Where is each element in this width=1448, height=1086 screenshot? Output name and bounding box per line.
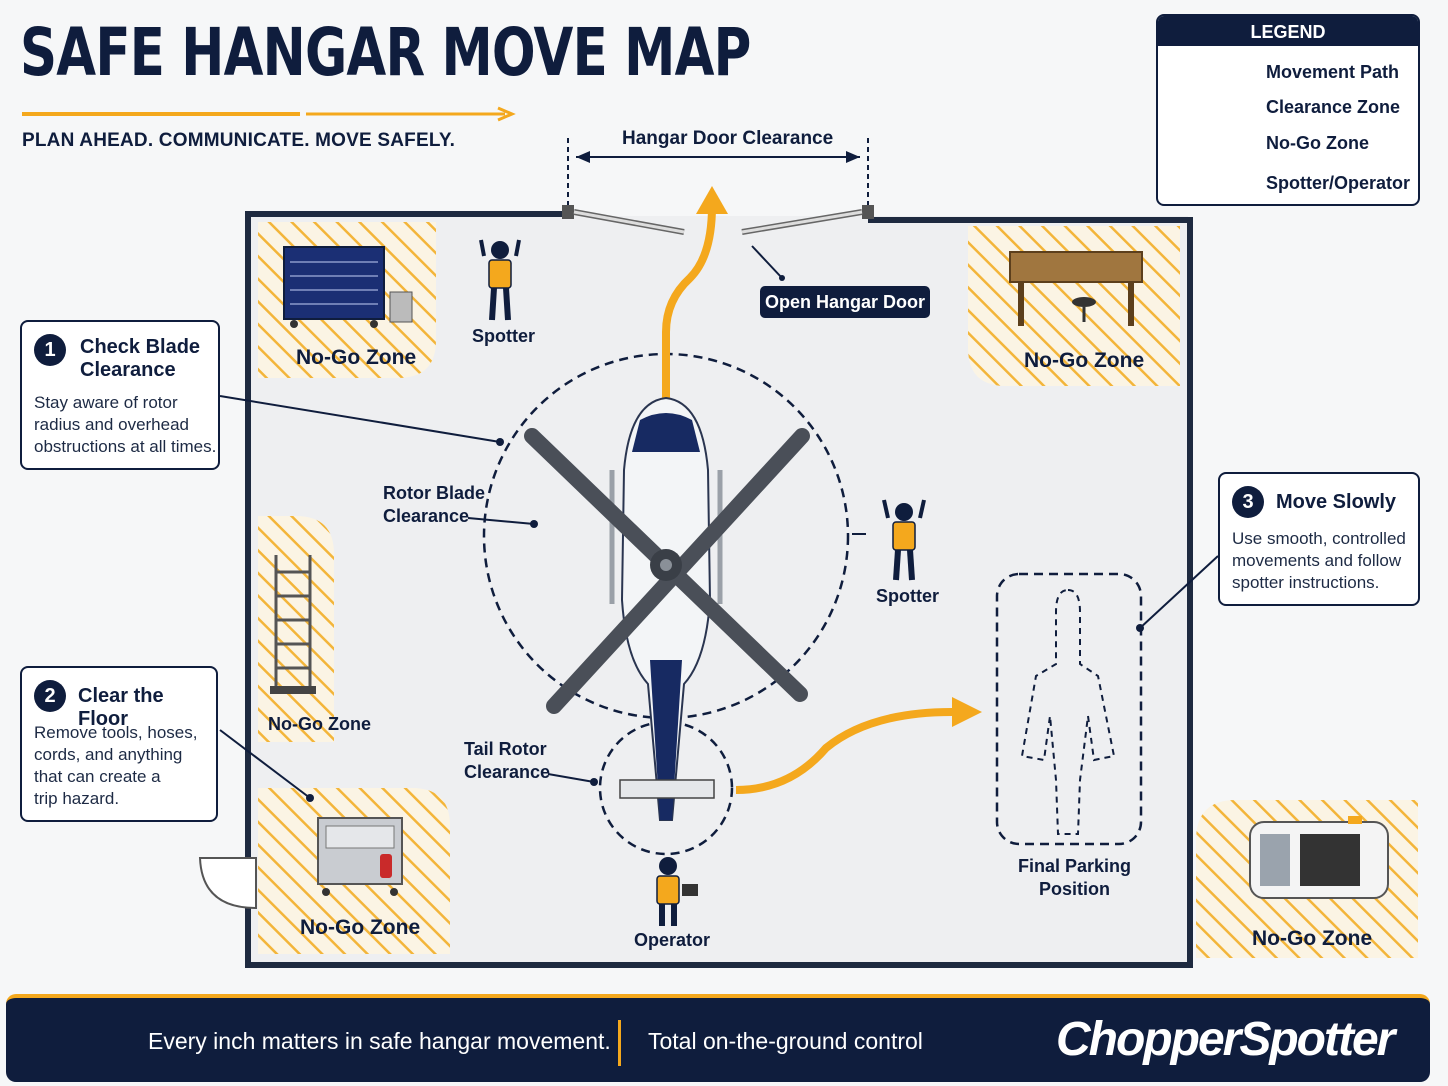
footer-tagline: Total on-the-ground control [648, 1028, 923, 1054]
callout-clear-the-floor: 2 Clear the Floor Remove tools, hoses, c… [20, 666, 218, 822]
tail-rotor-clearance-label: Tail Rotor Clearance [464, 739, 551, 782]
no-go-zone-label: No-Go Zone [1024, 349, 1145, 372]
callout-body: Use smooth, controlled movements and fol… [1232, 529, 1406, 592]
operator-label: Operator [634, 930, 711, 950]
hangar-door-panels [562, 205, 874, 281]
no-go-zone-label: No-Go Zone [1252, 927, 1373, 950]
operator-icon [656, 857, 698, 926]
no-go-zone-top-right [968, 226, 1180, 386]
callout-leaders [219, 395, 1219, 802]
door-clearance-dimension [567, 138, 869, 212]
no-go-zone-label: No-Go Zone [296, 346, 417, 369]
callout-number: 3 [1232, 486, 1264, 518]
movement-path-exit [662, 205, 716, 398]
helicopter-outline-icon [1020, 588, 1116, 835]
legend-item-movement-path: Movement Path [1266, 62, 1400, 82]
footer-slogan: Every inch matters in safe hangar moveme… [148, 1028, 611, 1054]
title-underline [22, 106, 516, 122]
footer-divider [618, 1020, 621, 1066]
final-parking-zone [995, 572, 1143, 846]
legend-item-clearance-zone: Clearance Zone [1266, 97, 1401, 117]
open-hangar-door-badge: Open Hangar Door [760, 286, 930, 318]
spotter-top-icon [479, 239, 521, 321]
legend-item-no-go-zone: No-Go Zone [1266, 133, 1369, 153]
tagline: PLAN AHEAD. COMMUNICATE. MOVE SAFELY. [22, 130, 456, 151]
final-parking-position-label: Final Parking Position [1018, 856, 1132, 899]
hangar-door-clearance-label: Hangar Door Clearance [622, 128, 834, 149]
movement-path-parking [735, 708, 953, 794]
legend-title: LEGEND [1158, 16, 1418, 46]
no-go-zone-bottom-right [1196, 800, 1418, 958]
no-go-zone-left [258, 516, 334, 742]
legend-item-spotter-operator: Spotter/Operator [1266, 173, 1411, 193]
callout-body: Stay aware of rotor radius and overhead … [34, 393, 217, 456]
spotter-label: Spotter [472, 326, 535, 346]
brand-logo: ChopperSpotter [1056, 1013, 1395, 1066]
spotter-right-icon [882, 499, 926, 581]
callout-check-blade-clearance: 1 Check Blade Clearance Stay aware of ro… [20, 320, 220, 470]
footer-bar: Every inch matters in safe hangar moveme… [6, 994, 1430, 1082]
callout-title: Check Blade Clearance [80, 336, 201, 381]
callout-move-slowly: 3 Move Slowly Use smooth, controlled mov… [1218, 472, 1420, 606]
no-go-zone-bottom-left [198, 788, 450, 954]
callout-title: Move Slowly [1276, 491, 1397, 513]
tail-rotor-clearance-circle [598, 720, 734, 856]
page-title: SAFE HANGAR MOVE MAP [20, 14, 751, 91]
spotter-label: Spotter [876, 586, 939, 606]
movement-arrowhead-parking [952, 697, 982, 727]
callout-title: Clear the Floor [78, 685, 164, 730]
callout-number: 2 [34, 680, 66, 712]
legend-panel: LEGEND Movement Path Clearance Zone No-G… [1156, 14, 1420, 206]
no-go-zone-label: No-Go Zone [300, 916, 421, 939]
no-go-zone-top-left [258, 222, 436, 378]
helicopter-icon [524, 396, 810, 821]
no-go-zone-label: No-Go Zone [268, 714, 371, 734]
rotor-blade-clearance-label: Rotor Blade Clearance [383, 483, 486, 526]
callout-number: 1 [34, 334, 66, 366]
movement-arrowhead-exit [696, 186, 728, 214]
callout-body: Remove tools, hoses, cords, and anything… [34, 723, 198, 808]
